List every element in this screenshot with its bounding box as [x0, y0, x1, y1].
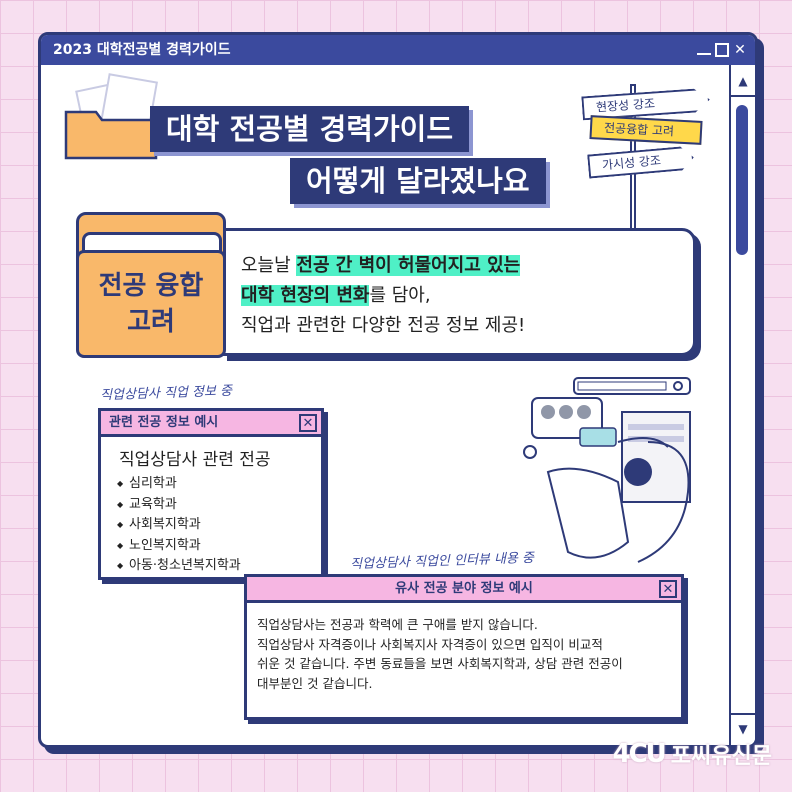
documents-folder-icon	[64, 73, 159, 160]
publisher-logo: 4CU 포씨유신문	[613, 738, 773, 770]
interview-line: 대부분인 것 같습니다.	[257, 675, 373, 691]
scroll-down-icon[interactable]: ▼	[738, 722, 748, 736]
interview-window-title: 유사 전공 분야 정보 예시	[395, 581, 533, 596]
scroll-thumb[interactable]	[736, 105, 748, 255]
headline-line2: 어떻게 달라졌나요	[290, 158, 546, 204]
close-icon[interactable]: ✕	[659, 580, 677, 598]
majors-window-title: 관련 전공 정보 예시	[109, 415, 219, 430]
summary-text2: 를 담아,	[369, 285, 431, 306]
majors-list: 심리학과 교육학과 사회복지학과 노인복지학과 아동·청소년복지학과	[117, 474, 321, 577]
interview-line: 직업상담사 자격증이나 사회복지사 자격증이 있으면 입직이 비교적	[257, 636, 603, 652]
logo-text: 포씨유신문	[670, 744, 772, 769]
logo-mark: 4CU	[612, 739, 667, 769]
interview-line: 직업상담사는 전공과 학력에 큰 구애를 받지 않습니다.	[257, 617, 538, 632]
interview-window-titlebar: 유사 전공 분야 정보 예시 ✕	[247, 577, 681, 603]
summary-highlight2: 대학 현장의 변화	[241, 285, 370, 306]
window-title: 2023 대학전공별 경력가이드	[53, 42, 231, 58]
list-item: 아동·청소년복지학과	[117, 556, 321, 577]
scroll-up-icon[interactable]: ▲	[738, 74, 748, 88]
interview-window: 유사 전공 분야 정보 예시 ✕ 직업상담사는 전공과 학력에 큰 구애를 받지…	[244, 574, 684, 720]
summary-line3: 직업과 관련한 다양한 전공 정보 제공!	[241, 315, 526, 336]
list-item: 교육학과	[117, 495, 321, 516]
window-controls: ✕	[697, 35, 747, 65]
majors-window-body: 직업상담사 관련 전공 심리학과 교육학과 사회복지학과 노인복지학과 아동·청…	[101, 437, 321, 577]
person-illustration	[523, 377, 691, 563]
vertical-scrollbar[interactable]: ▲ ▼	[729, 65, 755, 745]
close-icon[interactable]: ✕	[734, 42, 746, 58]
summary-text1: 오늘날	[241, 255, 297, 276]
headline-exclaim: !	[490, 96, 506, 136]
list-item: 사회복지학과	[117, 515, 321, 536]
headline-line1: 대학 전공별 경력가이드	[150, 106, 469, 152]
list-item: 노인복지학과	[117, 536, 321, 557]
window-titlebar: 2023 대학전공별 경력가이드	[41, 35, 755, 65]
majors-window: 관련 전공 정보 예시 ✕ 직업상담사 관련 전공 심리학과 교육학과 사회복지…	[98, 408, 324, 580]
summary-line1: 오늘날 전공 간 벽이 허물어지고 있는	[241, 251, 693, 281]
interview-line: 쉬운 것 같습니다. 주변 동료들을 보면 사회복지학과, 상담 관련 전공이	[257, 656, 623, 671]
folder-label-line1: 전공 융합	[98, 271, 204, 301]
scroll-track[interactable]	[736, 97, 748, 713]
summary-line2: 대학 현장의 변화를 담아,	[241, 281, 693, 311]
scroll-divider	[731, 713, 755, 715]
maximize-icon[interactable]	[715, 43, 729, 57]
folder-icon: 전공 융합 고려	[76, 250, 226, 358]
close-icon[interactable]: ✕	[299, 414, 317, 432]
majors-heading: 직업상담사 관련 전공	[119, 450, 271, 470]
headline-question: ?	[562, 150, 582, 190]
summary-highlight1: 전공 간 벽이 허물어지고 있는	[296, 255, 521, 276]
headline-line1-text: 대학 전공별 경력가이드	[166, 112, 453, 146]
summary-box: 오늘날 전공 간 벽이 허물어지고 있는 대학 현장의 변화를 담아, 직업과 …	[222, 228, 696, 356]
folder-label-line2: 고려	[127, 307, 175, 337]
minimize-icon[interactable]	[697, 45, 711, 55]
headline-line2-text: 어떻게 달라졌나요	[306, 164, 530, 198]
scroll-divider	[731, 95, 755, 97]
majors-window-titlebar: 관련 전공 정보 예시 ✕	[101, 411, 321, 437]
list-item: 심리학과	[117, 474, 321, 495]
interview-window-body: 직업상담사는 전공과 학력에 큰 구애를 받지 않습니다. 직업상담사 자격증이…	[247, 603, 681, 693]
